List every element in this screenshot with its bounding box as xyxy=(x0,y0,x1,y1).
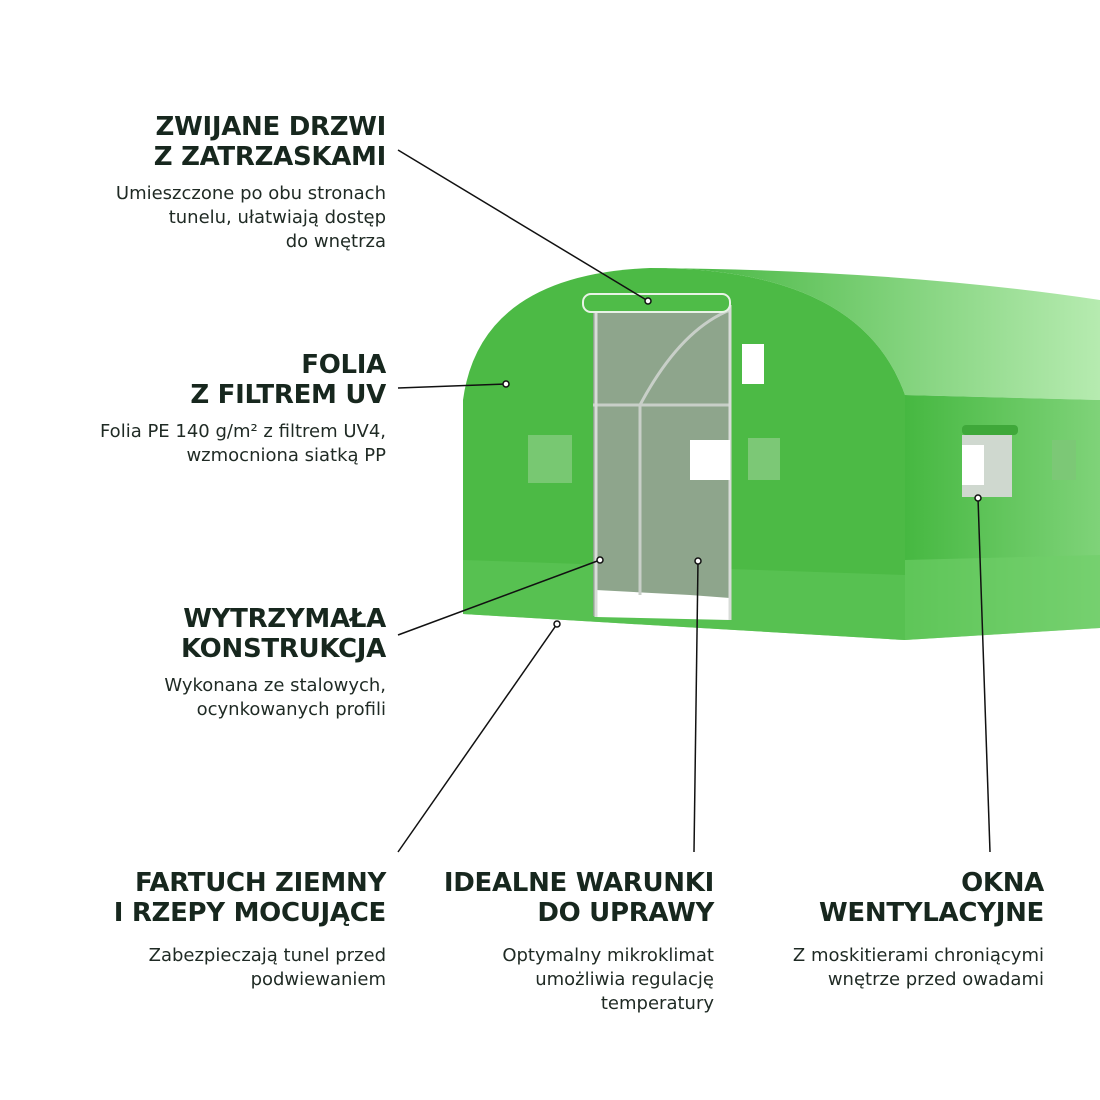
feature-title: FOLIA xyxy=(301,350,386,380)
feature-title: WENTYLACYJNE xyxy=(819,898,1044,928)
side-window-3 xyxy=(1052,440,1076,480)
feature-title: IDEALNE WARUNKI xyxy=(443,868,714,898)
feature-title: Z FILTREM UV xyxy=(190,380,386,410)
feature-description: podwiewaniem xyxy=(250,969,386,990)
feature-description: Optymalny mikroklimat xyxy=(502,945,714,966)
feature-description: Umieszczone po obu stronach xyxy=(115,183,386,204)
tunnel-roof xyxy=(650,268,1100,400)
callout-dot xyxy=(502,380,510,388)
feature-description: tunelu, ułatwiają dostęp xyxy=(168,207,386,228)
callout-dot xyxy=(694,557,702,565)
callout-dot xyxy=(553,620,561,628)
feature-title: ZWIJANE DRZWI xyxy=(155,112,387,142)
side-window-1 xyxy=(748,438,780,480)
feature-description: ocynkowanych profili xyxy=(196,699,386,720)
feature-title: FARTUCH ZIEMNY xyxy=(134,868,386,898)
callout-dot xyxy=(644,297,652,305)
feature-description: temperatury xyxy=(600,993,714,1014)
feature-title: WYTRZYMAŁA xyxy=(183,604,386,634)
feature-description: Z moskitierami chroniącymi xyxy=(792,945,1044,966)
inner-window xyxy=(690,440,730,480)
feature-description: Zabezpieczają tunel przed xyxy=(148,945,386,966)
feature-description: wzmocniona siatką PP xyxy=(186,445,386,466)
feature-title: I RZEPY MOCUJĄCE xyxy=(113,898,387,928)
callout-dot xyxy=(596,556,604,564)
feature-title: Z ZATRZASKAMI xyxy=(153,142,387,172)
feature-title: DO UPRAWY xyxy=(537,898,714,928)
feature-title: OKNA xyxy=(961,868,1044,898)
feature-description: wnętrze przed owadami xyxy=(827,969,1044,990)
front-window-left xyxy=(528,435,572,483)
leader-lines xyxy=(397,149,991,853)
feature-description: Folia PE 140 g/m² z filtrem UV4, xyxy=(99,421,386,442)
feature-description: Wykonana ze stalowych, xyxy=(164,675,386,696)
callout-dot xyxy=(974,494,982,502)
door-opening xyxy=(593,305,730,620)
feature-description: umożliwia regulację xyxy=(535,969,714,990)
feature-description: do wnętrza xyxy=(285,231,386,252)
rolled-door xyxy=(582,293,731,313)
feature-title: KONSTRUKCJA xyxy=(181,634,386,664)
brand-sign xyxy=(742,344,764,384)
